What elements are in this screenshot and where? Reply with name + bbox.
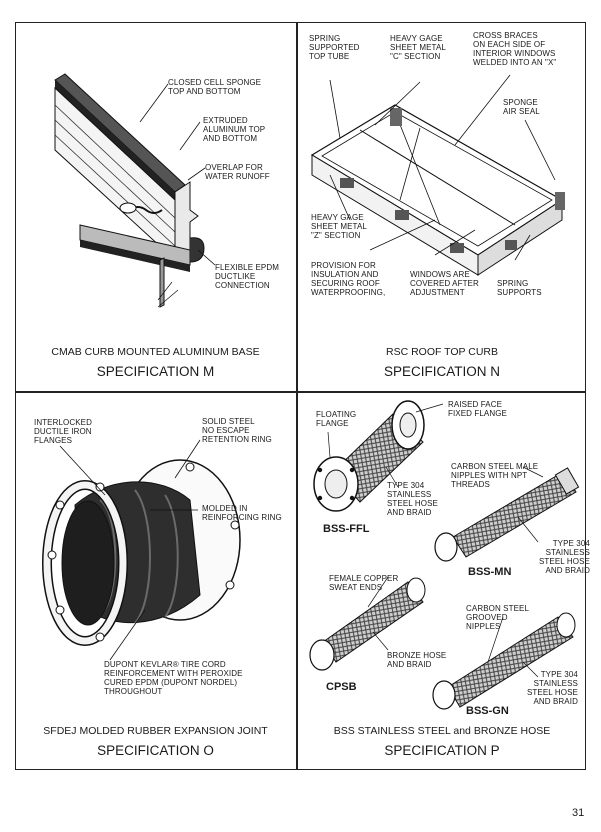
bss-ffl-product-label: BSS-FFL — [323, 523, 370, 535]
bss-gn-product-label: BSS-GN — [466, 705, 509, 717]
horizontal-divider — [15, 391, 586, 393]
rsc-windows-label: WINDOWS ARE COVERED AFTER ADJUSTMENT — [410, 270, 479, 297]
vertical-divider — [296, 22, 298, 770]
bss-carbon-grooved-label: CARBON STEEL GROOVED NIPPLES — [466, 604, 529, 631]
cmab-extruded-label: EXTRUDED ALUMINUM TOP AND BOTTOM — [203, 116, 266, 143]
bss-carbon-male-label: CARBON STEEL MALE NIPPLES WITH NPT THREA… — [451, 462, 539, 489]
cmab-sponge-label: CLOSED CELL SPONGE TOP and BOTTOM — [168, 78, 262, 96]
sfdej-caption: SFDEJ MOLDED RUBBER EXPANSION JOINT — [43, 725, 268, 737]
rsc-air-seal-label: SPONGE AIR SEAL — [503, 98, 540, 116]
rsc-z-section-label: HEAVY GAGE SHEET METAL "Z" SECTION — [311, 213, 367, 240]
rsc-spec: SPECIFICATION N — [383, 364, 500, 379]
cpsb-product-label: CPSB — [326, 681, 357, 693]
bss-raised-face-label: RAISED FACE FIXED FLANGE — [448, 400, 507, 418]
sfdej-solid-steel-label: SOLID STEEL NO ESCAPE RETENTION RING — [202, 417, 272, 444]
document-frame — [15, 22, 586, 770]
bss-bronze-label: BRONZE HOSE AND BRAID — [387, 651, 447, 669]
cmab-base-illustration — [54, 73, 216, 308]
page-number: 31 — [572, 807, 585, 819]
rsc-spring-top-label: SPRING SUPPORTED TOP TUBE — [309, 34, 360, 61]
rsc-caption: RSC ROOF TOP CURB — [385, 346, 499, 358]
rsc-c-section-label: HEAVY GAGE SHEET METAL "C" SECTION — [390, 34, 446, 61]
hose-assemblies-illustration — [309, 400, 580, 710]
cmab-caption: CMAB CURB MOUNTED ALUMINUM BASE — [51, 346, 260, 358]
bss-type304-b-label: TYPE 304 STAINLESS STEEL HOSE AND BRAID — [539, 539, 590, 575]
bss-type304-a-label: TYPE 304 STAINLESS STEEL HOSE AND BRAID — [387, 481, 438, 517]
rsc-cross-braces-label: CROSS BRACES ON EACH SIDE OF INTERIOR WI… — [473, 31, 557, 67]
sfdej-molded-label: MOLDED IN REINFORCING RING — [202, 504, 282, 522]
rsc-curb-illustration — [310, 74, 565, 276]
bss-mn-product-label: BSS-MN — [468, 566, 512, 578]
cmab-epdm-label: FLEXIBLE EPDM DUCTLIKE CONNECTION — [215, 263, 279, 290]
sfdej-flanges-label: INTERLOCKED DUCTILE IRON FLANGES — [34, 418, 92, 445]
bss-female-copper-label: FEMALE COPPER SWEAT ENDS — [329, 574, 399, 592]
cmab-overlap-label: OVERLAP FOR WATER RUNOFF — [205, 163, 270, 181]
bss-floating-flange-label: FLOATING FLANGE — [316, 410, 357, 428]
bss-spec: SPECIFICATION P — [384, 743, 500, 758]
sfdej-spec: SPECIFICATION O — [97, 743, 214, 758]
rsc-springs-label: SPRING SUPPORTS — [497, 279, 542, 297]
expansion-joint-illustration — [42, 459, 241, 646]
sfdej-kevlar-label: DUPONT KEVLAR® TIRE CORD REINFORCEMENT W… — [104, 660, 243, 696]
bss-type304-c-label: TYPE 304 STAINLESS STEEL HOSE AND BRAID — [527, 670, 578, 706]
cmab-spec: SPECIFICATION M — [96, 364, 215, 379]
bss-caption: BSS STAINLESS STEEL and BRONZE HOSE — [333, 725, 551, 737]
rsc-provision-label: PROVISION FOR INSULATION AND SECURING RO… — [311, 261, 386, 297]
